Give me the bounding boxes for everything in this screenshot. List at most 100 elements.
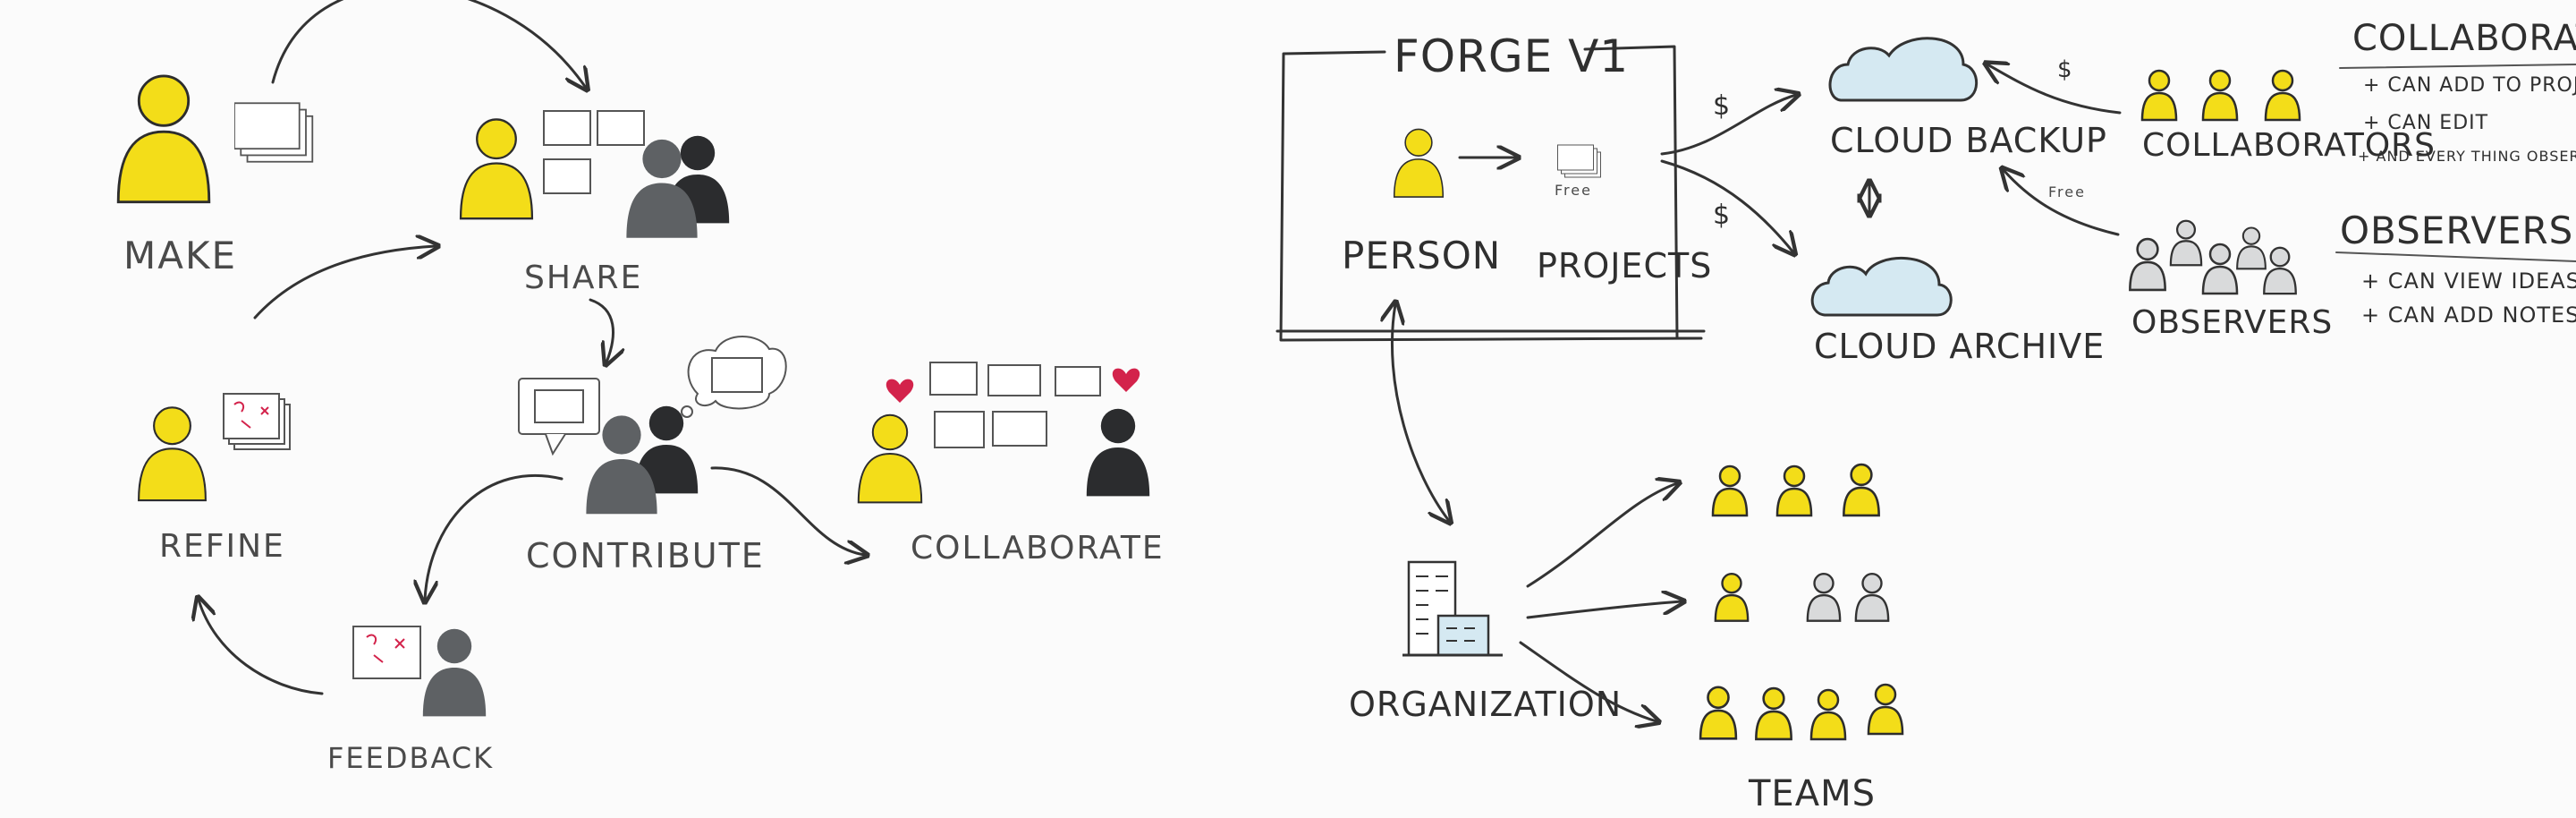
collaborators-note-3: + AND EVERY THING OBSERVERS CAN DO	[2358, 148, 2576, 165]
contribute-to-collaborate-arrow	[710, 466, 865, 555]
team-member-icon	[1714, 573, 1750, 622]
collaborator-icon	[2140, 69, 2178, 122]
team-member-icon	[1699, 686, 1738, 740]
refine-to-share-arrow	[253, 246, 436, 320]
idea-card-icon	[597, 110, 645, 146]
share-to-contribute-arrow	[589, 298, 613, 362]
collaborators-notes-title: COLLABORATERS	[2352, 18, 2576, 59]
feedback-label: FEEDBACK	[327, 741, 494, 775]
person-label: PERSON	[1342, 234, 1501, 277]
observer-icon	[2201, 243, 2239, 295]
feedback-to-refine-arrow	[199, 600, 324, 695]
team-member-icon	[1867, 683, 1904, 736]
share-label: SHARE	[524, 260, 642, 296]
observers-price-label: Free	[2048, 183, 2086, 200]
organization-node: ORGANIZATION	[1349, 560, 1622, 724]
team-member-icon	[1809, 688, 1847, 741]
team-member-icon	[1806, 573, 1842, 622]
feedback-card-icon	[352, 626, 421, 679]
building-icon	[1402, 560, 1503, 657]
thought-bubble-icon	[687, 336, 787, 410]
make-label: MAKE	[123, 234, 237, 277]
share-node: SHARE	[459, 110, 730, 296]
observers-note-1: + CAN VIEW IDEAS	[2361, 268, 2576, 294]
heart-icon	[1112, 368, 1140, 392]
cloud-icon	[1828, 37, 1979, 102]
team-member-icon	[1843, 463, 1880, 517]
collaborators-note-1: + CAN ADD TO PROJECTS	[2363, 74, 2576, 97]
idea-card-icon	[543, 110, 591, 146]
observers-notes-title: OBSERVERS	[2340, 209, 2573, 252]
contribute-label: CONTRIBUTE	[526, 536, 765, 575]
cloud-icon	[1810, 257, 1953, 317]
heart-icon	[886, 379, 914, 403]
collaborator-icon	[2264, 69, 2301, 122]
person-icon	[1393, 128, 1445, 198]
feedback-card-icon	[223, 393, 280, 439]
observers-group: OBSERVERS	[2129, 219, 2333, 341]
collaborators-group: COLLABORATORS	[2140, 69, 2436, 164]
collaborators-label: COLLABORATORS	[2142, 127, 2436, 164]
cloud-backup-node: CLOUD BACKUP	[1828, 37, 2107, 160]
idea-card-icon	[1055, 366, 1101, 396]
speech-bubble-icon	[518, 378, 600, 435]
backup-price-label: $	[1713, 90, 1731, 122]
idea-card-icon	[934, 411, 985, 448]
organization-label: ORGANIZATION	[1349, 685, 1622, 724]
cloud-backup-label: CLOUD BACKUP	[1830, 121, 2107, 160]
collaborators-to-backup-arrow	[1987, 64, 2122, 115]
org-to-team-2-arrow	[1526, 601, 1682, 619]
team-member-icon	[1711, 464, 1749, 517]
teams-group: TEAMS	[1699, 463, 1904, 814]
collaborate-label: COLLABORATE	[911, 530, 1165, 567]
forge-to-backup-arrow	[1660, 95, 1796, 156]
idea-card-icon	[987, 364, 1041, 396]
yellow-person-icon	[116, 74, 211, 204]
forge-v1-box: FORGE V1 Free PERSON PROJECTS	[1275, 30, 1712, 342]
contribute-node: CONTRIBUTE	[518, 336, 787, 575]
make-to-share-arrow	[271, 0, 586, 88]
team-member-icon	[1775, 464, 1813, 517]
collaborate-node: COLLABORATE	[857, 362, 1165, 567]
grey-person-icon	[422, 628, 487, 717]
projects-label: PROJECTS	[1537, 246, 1712, 285]
person-organization-arrow	[1392, 304, 1449, 521]
projects-free-label: Free	[1555, 182, 1592, 199]
make-node: MAKE	[116, 74, 314, 277]
refine-node: REFINE	[137, 393, 291, 565]
observers-to-backup-arrow	[2004, 170, 2120, 236]
collaborators-notes: COLLABORATERS + CAN ADD TO PROJECTS + CA…	[2339, 18, 2576, 165]
yellow-person-icon	[459, 118, 534, 220]
contribute-to-feedback-arrow	[425, 473, 564, 600]
collaborators-price-label: $	[2057, 56, 2073, 83]
cloud-archive-node: CLOUD ARCHIVE	[1810, 257, 2105, 366]
idea-card-icon	[543, 158, 591, 194]
yellow-person-icon	[857, 413, 923, 504]
projects-stack-icon	[1556, 144, 1602, 178]
idea-card-icon	[992, 411, 1047, 447]
teams-label: TEAMS	[1748, 773, 1876, 814]
forge-frame	[1279, 45, 1703, 342]
idea-card-icon	[929, 362, 978, 396]
org-to-team-1-arrow	[1526, 483, 1677, 588]
yellow-person-icon	[137, 406, 208, 502]
archive-price-label: $	[1713, 200, 1731, 231]
dark-person-icon	[1086, 408, 1150, 497]
observers-note-2: + CAN ADD NOTES	[2361, 302, 2576, 328]
observer-icon	[2263, 246, 2297, 295]
observer-icon	[2129, 237, 2166, 292]
team-member-icon	[1854, 573, 1890, 622]
team-member-icon	[1755, 686, 1792, 741]
feedback-node: FEEDBACK	[327, 626, 494, 775]
observer-icon	[2169, 219, 2203, 267]
collaborators-note-2: + CAN EDIT	[2363, 112, 2488, 134]
cloud-archive-label: CLOUD ARCHIVE	[1814, 327, 2105, 366]
idea-cards-icon	[234, 102, 314, 163]
collaborator-icon	[2201, 69, 2239, 122]
forge-to-archive-arrow	[1660, 159, 1793, 252]
observer-icon	[2236, 226, 2267, 270]
forge-title: FORGE V1	[1394, 30, 1629, 82]
observers-label: OBSERVERS	[2131, 304, 2333, 341]
refine-label: REFINE	[159, 528, 285, 565]
